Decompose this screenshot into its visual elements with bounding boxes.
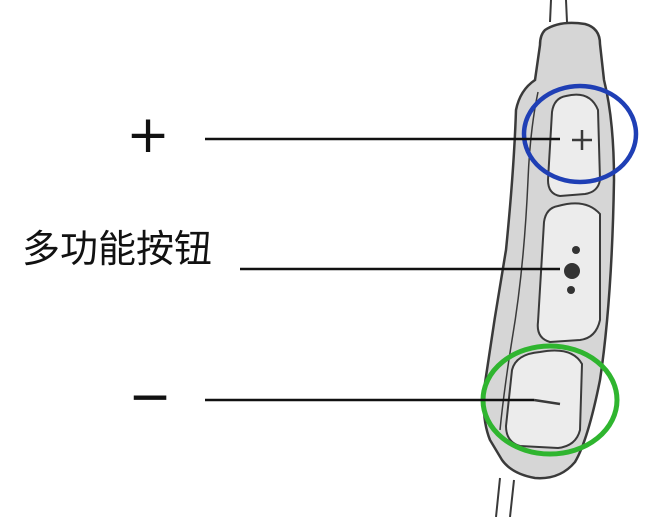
plus-button-mark xyxy=(572,130,592,150)
mfb-dot-top xyxy=(572,246,580,254)
plus-label: + xyxy=(126,105,170,165)
cable-top xyxy=(549,0,568,23)
minus-button-mark xyxy=(533,398,561,406)
plus-button[interactable] xyxy=(546,93,602,198)
minus-button[interactable] xyxy=(504,349,584,450)
cable-bottom xyxy=(495,477,515,517)
mfb-dot-bottom xyxy=(567,286,575,294)
multi-function-label: 多功能按钮 xyxy=(22,227,212,271)
remote-inner-edge xyxy=(499,91,539,431)
plus-highlight-circle xyxy=(521,83,639,185)
minus-label: − xyxy=(128,367,172,427)
mfb-dot-middle xyxy=(564,263,580,279)
